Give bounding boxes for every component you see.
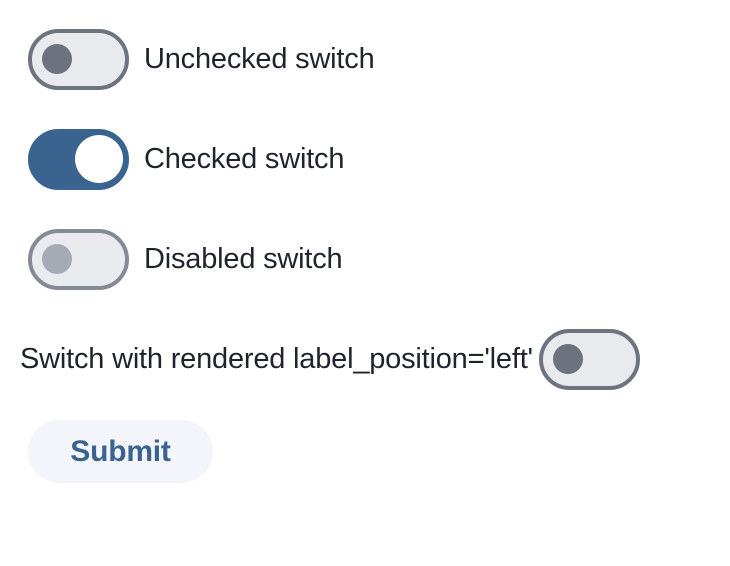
checked-switch-toggle[interactable] bbox=[28, 129, 129, 190]
switch-knob bbox=[42, 244, 72, 274]
disabled-switch-toggle bbox=[28, 229, 129, 290]
switch-form: Unchecked switch Checked switch Disabled… bbox=[20, 29, 730, 483]
unchecked-switch-toggle[interactable] bbox=[28, 29, 129, 90]
submit-button[interactable]: Submit bbox=[28, 420, 213, 483]
switch-row-unchecked[interactable]: Unchecked switch bbox=[28, 29, 730, 90]
switch-knob bbox=[75, 135, 123, 183]
switch-label: Switch with rendered label_position='lef… bbox=[20, 342, 533, 375]
switch-knob bbox=[552, 344, 583, 374]
switch-label: Unchecked switch bbox=[144, 42, 375, 75]
switch-knob bbox=[42, 44, 72, 74]
switch-row-checked[interactable]: Checked switch bbox=[28, 129, 730, 190]
switch-row-label-left[interactable]: Switch with rendered label_position='lef… bbox=[20, 329, 730, 390]
switch-label: Checked switch bbox=[144, 142, 345, 175]
switch-row-disabled: Disabled switch bbox=[28, 229, 730, 290]
label-left-switch-toggle[interactable] bbox=[538, 329, 640, 390]
switch-label: Disabled switch bbox=[144, 242, 343, 275]
